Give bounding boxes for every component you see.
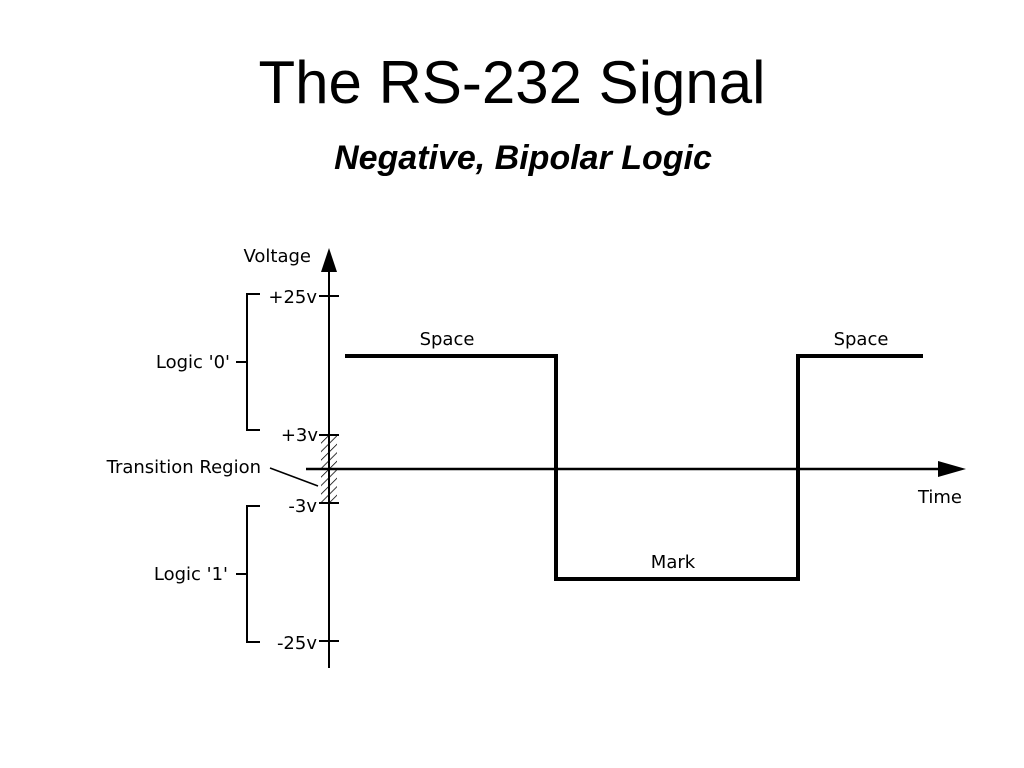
slide-title: The RS-232 Signal [258,49,766,116]
logic-0-label: Logic '0' [156,352,230,373]
tick-label-minus-25: -25v [277,633,317,654]
logic-1-label: Logic '1' [154,564,228,585]
voltage-axis-arrow-icon [321,248,337,272]
transition-region-pointer [269,467,319,487]
logic-1-bracket [246,505,260,643]
space-label-right: Space [834,329,889,350]
transition-region-label: Transition Region [106,457,261,478]
voltage-axis-label: Voltage [243,246,311,267]
slide-subtitle: Negative, Bipolar Logic [334,139,712,177]
time-axis-arrow-icon [938,461,966,477]
tick-label-minus-3: -3v [288,496,317,517]
time-axis-label: Time [917,487,962,508]
tick-label-plus-3: +3v [281,425,319,446]
space-label-left: Space [420,329,475,350]
mark-label: Mark [651,552,696,573]
transition-region-hatch [321,435,337,503]
signal-waveform [345,354,923,581]
tick-label-plus-25: +25v [268,287,317,308]
logic-0-bracket [246,293,260,431]
